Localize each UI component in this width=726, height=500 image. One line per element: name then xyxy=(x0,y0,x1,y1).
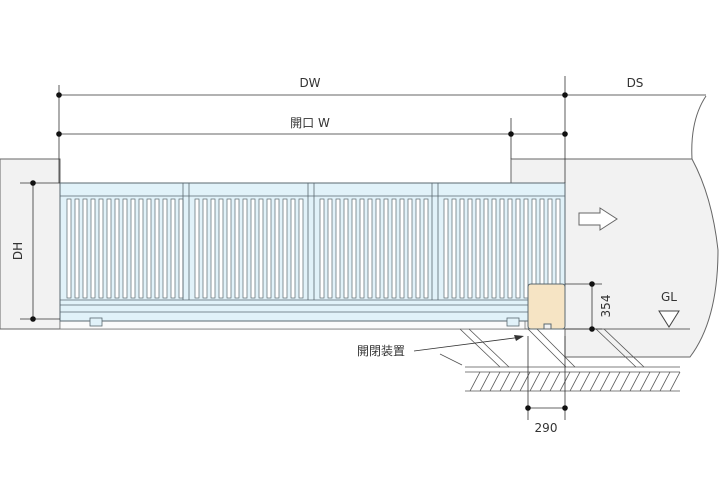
dim-290-label: 290 xyxy=(535,421,558,435)
operator-label: 開閉装置 xyxy=(357,344,405,358)
dim-dw-label: DW xyxy=(299,76,320,90)
dim-354-label: 354 xyxy=(599,295,613,318)
gl-triangle-icon xyxy=(658,310,680,328)
dim-ds-label: DS xyxy=(627,76,644,90)
operator-leader-arrowhead xyxy=(514,335,524,341)
left-pillar xyxy=(0,158,61,330)
sliding-gate xyxy=(59,182,566,322)
gate-wheel-right xyxy=(506,317,520,327)
gl-label: GL xyxy=(661,290,677,304)
gate-operator xyxy=(527,283,566,330)
gate-wheel-left xyxy=(89,317,103,327)
dim-dh-label: DH xyxy=(11,242,25,260)
dim-opening-w-label: 開口 W xyxy=(290,116,330,130)
rail xyxy=(59,320,526,330)
dimension-dots xyxy=(30,92,595,411)
storage-upper-edge xyxy=(691,95,707,160)
foundation-hatch xyxy=(439,328,681,392)
open-direction-arrow-icon xyxy=(578,207,618,231)
gate-panels xyxy=(66,183,561,300)
